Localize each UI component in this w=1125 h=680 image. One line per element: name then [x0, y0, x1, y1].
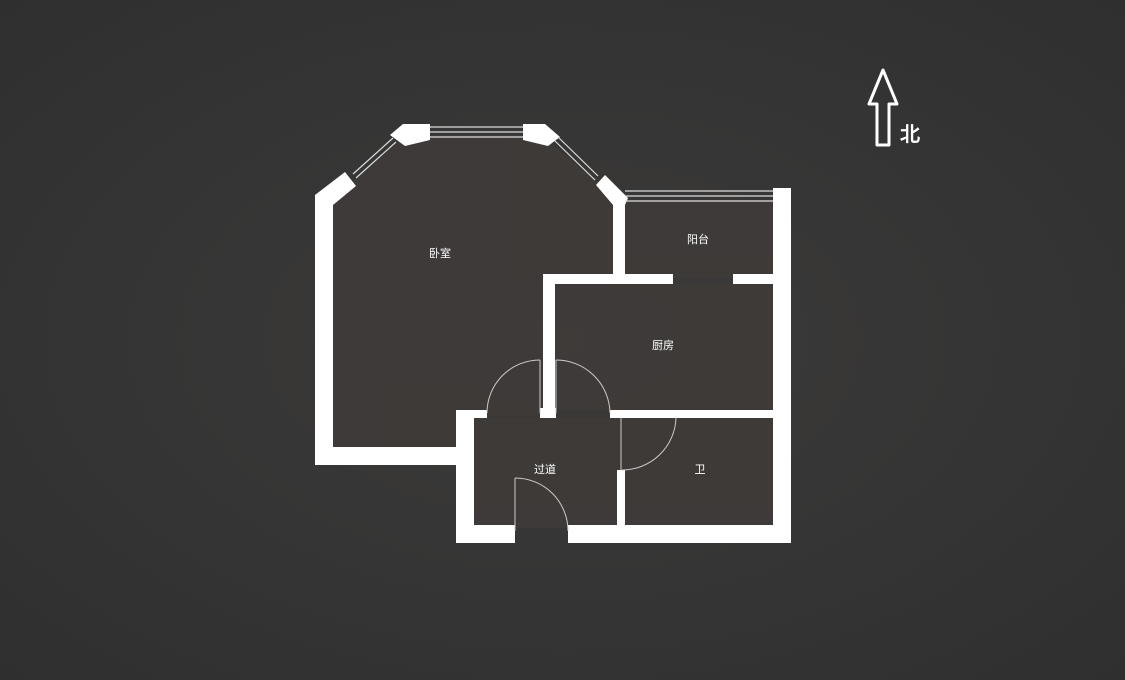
room-floors	[333, 135, 775, 528]
walls	[315, 124, 791, 543]
room-label-balcony: 阳台	[687, 233, 709, 246]
room-label-kitchen: 厨房	[652, 339, 674, 352]
room-label-bedroom: 卧室	[429, 247, 451, 260]
doors	[486, 359, 677, 532]
kitchen-door-arc	[555, 359, 611, 414]
entrance-door-arc	[514, 477, 569, 532]
room-label-bathroom: 卫	[694, 463, 706, 476]
bathroom-door-arc	[621, 417, 677, 471]
north-label: 北	[900, 122, 920, 146]
windows	[352, 126, 773, 202]
room-label-corridor: 过道	[534, 463, 556, 476]
bedroom-door-arc	[486, 359, 541, 414]
north-arrow-icon	[867, 68, 899, 147]
